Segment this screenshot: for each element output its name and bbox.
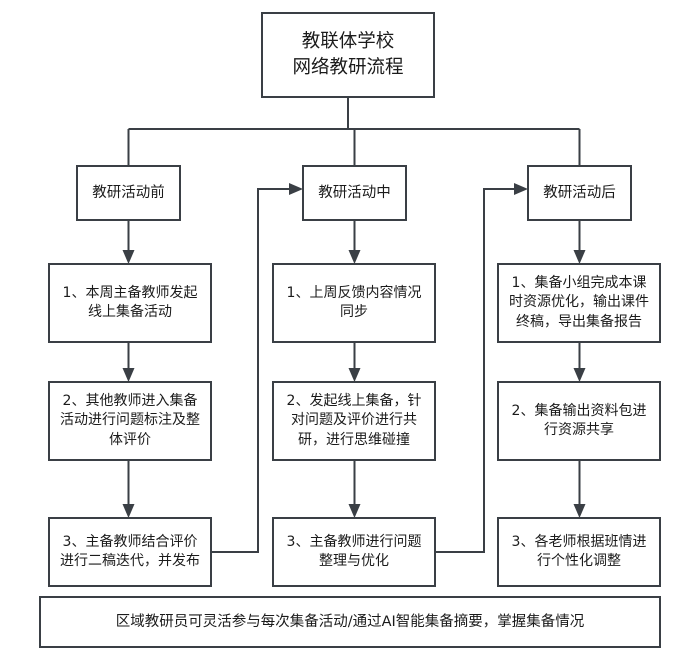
arrow-head-c1-s2-to-s3 (122, 504, 135, 518)
arrow-head-c3-phase-to-s1 (573, 250, 586, 264)
step-box-c2-s3[interactable] (272, 517, 436, 587)
step-box-c3-s1[interactable] (497, 263, 661, 343)
step-box-c3-s2[interactable] (497, 381, 661, 461)
arrow-head-c3-s2-to-s3 (573, 504, 586, 518)
phase-box-after[interactable] (527, 165, 632, 221)
connector-loop-c2-to-phase3 (435, 188, 520, 553)
phase-box-before[interactable] (76, 165, 181, 221)
step-box-c1-s3[interactable] (48, 517, 212, 587)
arrow-head-c1-s1-to-s2 (122, 368, 135, 382)
arrow-head-loop-c1-to-phase2 (289, 183, 303, 195)
footer-box[interactable] (39, 596, 661, 648)
phase-box-during[interactable] (302, 165, 407, 221)
arrow-head-loop-c2-to-phase3 (514, 183, 528, 195)
step-box-c2-s1[interactable] (272, 263, 436, 343)
arrow-head-c2-s1-to-s2 (348, 368, 361, 382)
arrow-head-c1-phase-to-s1 (122, 250, 135, 264)
title-box[interactable] (261, 12, 435, 98)
connector-loop-c1-to-phase2 (211, 188, 295, 553)
arrow-head-c2-s2-to-s3 (348, 504, 361, 518)
arrow-head-c2-phase-to-s1 (348, 250, 361, 264)
step-box-c1-s2[interactable] (48, 381, 212, 461)
arrow-head-c3-s1-to-s2 (573, 368, 586, 382)
step-box-c3-s3[interactable] (497, 517, 661, 587)
step-box-c1-s1[interactable] (48, 263, 212, 343)
step-box-c2-s2[interactable] (272, 381, 436, 461)
